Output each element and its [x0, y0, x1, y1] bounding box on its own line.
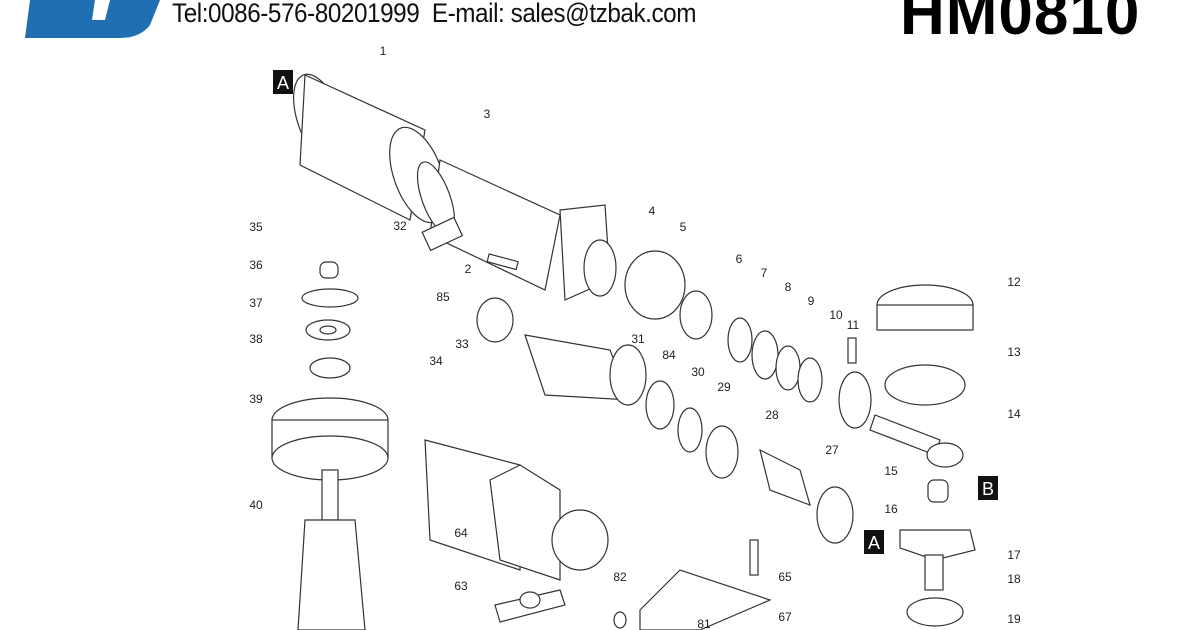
parts-drawing	[271, 73, 976, 630]
part-number-14: 14	[1007, 407, 1021, 421]
part-number-18: 18	[1007, 572, 1021, 586]
part-stack-middle	[421, 216, 976, 627]
part-number-27: 27	[825, 443, 839, 457]
part-number-29: 29	[717, 380, 731, 394]
part-housing	[416, 159, 617, 301]
part-number-34: 34	[429, 354, 443, 368]
part-number-81: 81	[697, 617, 711, 630]
part-number-11: 11	[847, 318, 860, 332]
part-number-28: 28	[765, 408, 779, 422]
part-number-64: 64	[454, 526, 468, 540]
part-number-30: 30	[691, 365, 705, 379]
part-stack-left	[271, 261, 389, 630]
svg-text:A: A	[277, 73, 289, 93]
part-number-17: 17	[1007, 548, 1021, 562]
part-number-10: 10	[829, 308, 843, 322]
part-number-6: 6	[736, 252, 743, 266]
part-number-65: 65	[778, 570, 792, 584]
contact-info: Tel:0086-576-80201999 E-mail: sales@tzba…	[172, 0, 697, 28]
part-number-37: 37	[249, 296, 263, 310]
part-number-13: 13	[1007, 345, 1021, 359]
part-number-32: 32	[393, 219, 407, 233]
part-stack-bottom	[424, 439, 772, 630]
part-number-84: 84	[662, 348, 676, 362]
svg-text:A: A	[868, 533, 880, 553]
part-number-63: 63	[454, 579, 468, 593]
part-number-5: 5	[680, 220, 687, 234]
marker-A: A	[273, 70, 293, 94]
part-number-12: 12	[1007, 275, 1021, 289]
part-number-85: 85	[436, 290, 450, 304]
part-number-16: 16	[884, 502, 898, 516]
svg-text:B: B	[982, 479, 994, 499]
part-number-8: 8	[785, 280, 792, 294]
part-number-labels: 1345322353637383940853334318430292827678…	[249, 44, 1021, 630]
part-number-33: 33	[455, 337, 469, 351]
part-number-38: 38	[249, 332, 263, 346]
part-number-31: 31	[631, 332, 645, 346]
part-number-4: 4	[649, 204, 656, 218]
part-number-9: 9	[808, 294, 815, 308]
part-number-2: 2	[465, 262, 472, 276]
part-number-19: 19	[1007, 612, 1021, 626]
part-number-7: 7	[761, 266, 768, 280]
part-number-40: 40	[249, 498, 263, 512]
marker-A: A	[864, 530, 884, 554]
part-number-36: 36	[249, 258, 263, 272]
part-number-35: 35	[249, 220, 263, 234]
part-number-39: 39	[249, 392, 263, 406]
model-number: HM0810	[900, 0, 1141, 48]
part-number-3: 3	[484, 107, 491, 121]
part-number-67: 67	[778, 610, 792, 624]
part-number-15: 15	[884, 464, 898, 478]
part-number-82: 82	[613, 570, 627, 584]
reference-markers: A B A	[273, 70, 998, 554]
company-logo	[25, 0, 160, 38]
marker-B: B	[978, 476, 998, 500]
part-number-1: 1	[380, 44, 387, 58]
